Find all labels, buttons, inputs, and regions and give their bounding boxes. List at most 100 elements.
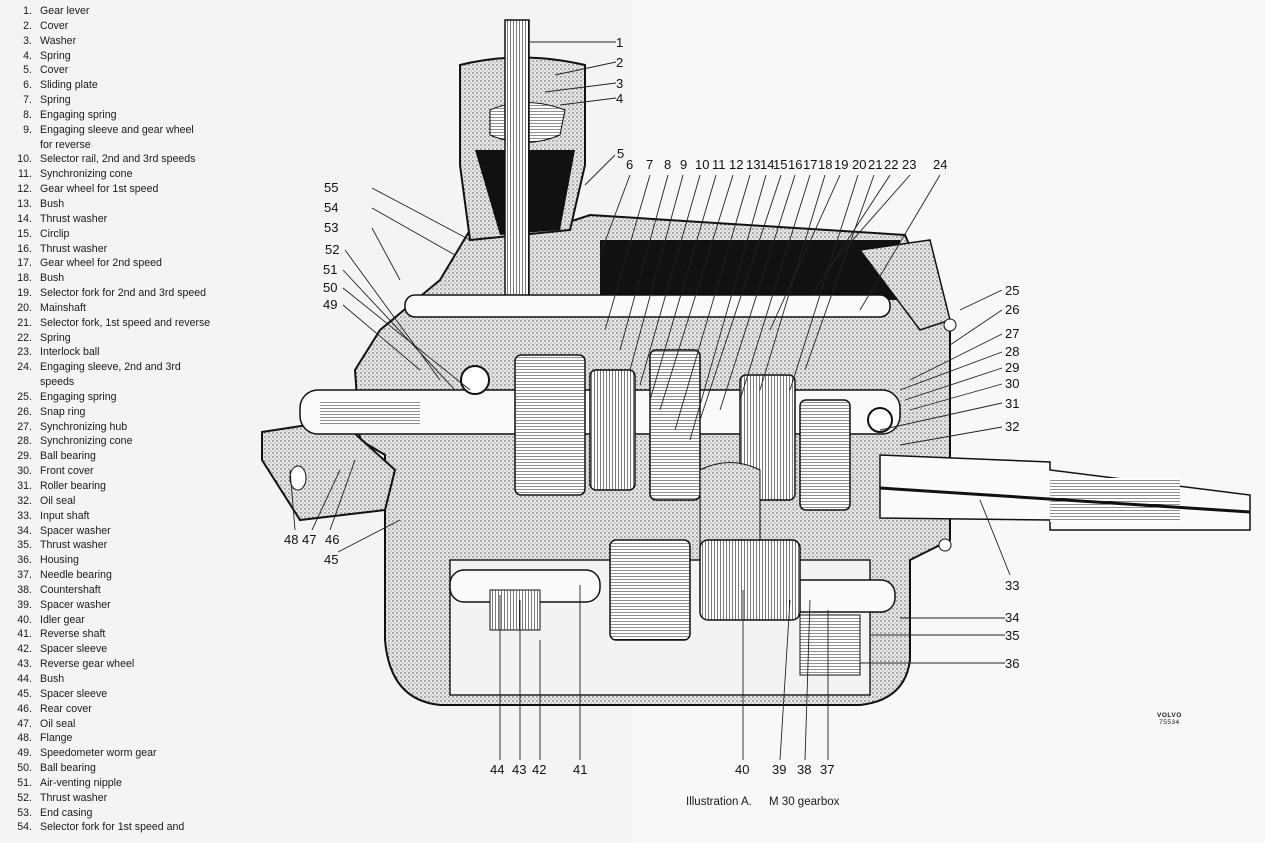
parts-list-item: 24.Engaging sleeve, 2nd and 3rd [10, 360, 250, 375]
part-name: Oil seal [40, 494, 76, 507]
part-name: Selector fork for 1st speed and [40, 821, 185, 834]
callout-8: 8 [664, 157, 672, 172]
part-number: 25. [17, 390, 32, 403]
part-name: Gear wheel for 2nd speed [40, 257, 162, 270]
part-number: 30. [17, 465, 32, 478]
parts-list-item: 39.Spacer washer [10, 598, 250, 613]
callout-5: 5 [617, 146, 625, 161]
part-name: Air-venting nipple [40, 776, 122, 789]
callout-1: 1 [616, 35, 624, 50]
callout-30: 30 [1005, 376, 1020, 391]
parts-list-item: 3.Washer [10, 34, 250, 49]
part-number: 12. [17, 183, 32, 196]
part-number: 15. [17, 227, 32, 240]
part-name: Spring [40, 331, 71, 344]
part-name: Engaging sleeve and gear wheel [40, 123, 194, 136]
part-name: End casing [40, 806, 93, 819]
caption-title: M 30 gearbox [769, 796, 840, 808]
callout-46: 46 [325, 532, 340, 547]
ball-bearing [460, 365, 490, 395]
callout-44: 44 [490, 762, 505, 777]
part-number: 23. [17, 346, 32, 359]
callout-38: 38 [797, 762, 812, 777]
figure-caption: Illustration A. M 30 gearbox [686, 796, 853, 808]
part-number: 46. [17, 702, 32, 715]
parts-list-item: 23. Interlock ball [10, 345, 250, 360]
gear-lever [504, 19, 530, 311]
part-number: 3. [23, 34, 32, 47]
part-number: 37. [17, 569, 32, 582]
part-name: Front cover [40, 465, 94, 478]
part-name: Selector fork for 2nd and 3rd speed [40, 287, 207, 300]
part-number: 51. [17, 776, 32, 789]
parts-list-item: 25.Engaging spring [10, 390, 250, 405]
parts-list-item: 31. Roller bearing [10, 479, 250, 494]
part-name: Countershaft [40, 583, 101, 596]
callout-24: 24 [933, 157, 948, 172]
part-number: 9. [23, 123, 32, 136]
callout-3: 3 [616, 76, 624, 91]
parts-list-item: 17. Gear wheel for 2nd speed [10, 256, 250, 271]
logo-brand: VOLVO [1157, 712, 1182, 719]
bolt-hole [943, 318, 957, 332]
parts-list-item: 20.Mainshaft [10, 301, 250, 316]
part-name: Synchronizing cone [40, 168, 133, 181]
callout-18: 18 [818, 157, 833, 172]
part-name: Snap ring [40, 405, 86, 418]
part-number: 42. [17, 643, 32, 656]
parts-list-item: 29.Ball bearing [10, 449, 250, 464]
callout-10: 10 [695, 157, 710, 172]
part-number: 17. [17, 257, 32, 270]
callout-40: 40 [735, 762, 750, 777]
parts-list-item: 15. Circlip [10, 227, 250, 242]
parts-list-item: 50.Ball bearing [10, 761, 250, 776]
parts-list-item: 2.Cover [10, 19, 250, 34]
part-name: Circlip [40, 227, 70, 240]
part-number: 28. [17, 435, 32, 448]
callout-23: 23 [902, 157, 917, 172]
part-number: 32. [17, 494, 32, 507]
callout-34: 34 [1005, 610, 1020, 625]
parts-list-item: 28.Synchronizing cone [10, 434, 250, 449]
parts-list-item: 9. Engaging sleeve and gear wheel [10, 123, 250, 138]
parts-list-item: 16.Thrust washer [10, 242, 250, 257]
parts-list-item: 43.Reverse gear wheel [10, 657, 250, 672]
part-number: 18. [17, 272, 32, 285]
parts-list-item: 52.Thrust washer [10, 791, 250, 806]
countershaft [449, 539, 896, 676]
callout-22: 22 [884, 157, 899, 172]
callout-55: 55 [324, 180, 339, 195]
parts-list-item: 1.Gear lever [10, 4, 250, 19]
callout-31: 31 [1005, 396, 1020, 411]
callout-29: 29 [1005, 360, 1020, 375]
parts-list-item: 46. Rear cover [10, 702, 250, 717]
part-name-continued: speeds [40, 376, 75, 389]
part-name: Sliding plate [40, 79, 98, 92]
part-number: 8. [23, 108, 32, 121]
parts-list-item: 48.Flange [10, 731, 250, 746]
parts-list-item: 38.Countershaft [10, 583, 250, 598]
parts-list-item: 36.Housing [10, 553, 250, 568]
part-name: Rear cover [40, 702, 92, 715]
parts-list-item: 11.Synchronizing cone [10, 167, 250, 182]
part-number: 16. [17, 242, 32, 255]
part-number: 47. [17, 717, 32, 730]
part-number: 6. [23, 79, 32, 92]
part-name: Interlock ball [40, 346, 100, 359]
part-name: Ball bearing [40, 450, 96, 463]
part-name: Bush [40, 272, 65, 285]
part-name: Selector rail, 2nd and 3rd speeds [40, 153, 196, 166]
callout-50: 50 [323, 280, 338, 295]
part-number: 41. [17, 628, 32, 641]
part-name: Roller bearing [40, 480, 106, 492]
callout-35: 35 [1005, 628, 1020, 643]
parts-list-item: 26.Snap ring [10, 405, 250, 420]
parts-list-item: 47.Oil seal [10, 717, 250, 732]
part-number: 21. [17, 316, 32, 329]
parts-list-item: 27.Synchronizing hub [10, 420, 250, 435]
part-number: 33. [17, 509, 32, 522]
part-number: 31. [17, 480, 32, 492]
part-name-continued: for reverse [40, 138, 91, 151]
callout-26: 26 [1005, 302, 1020, 317]
parts-list-item: 13.Bush [10, 197, 250, 212]
